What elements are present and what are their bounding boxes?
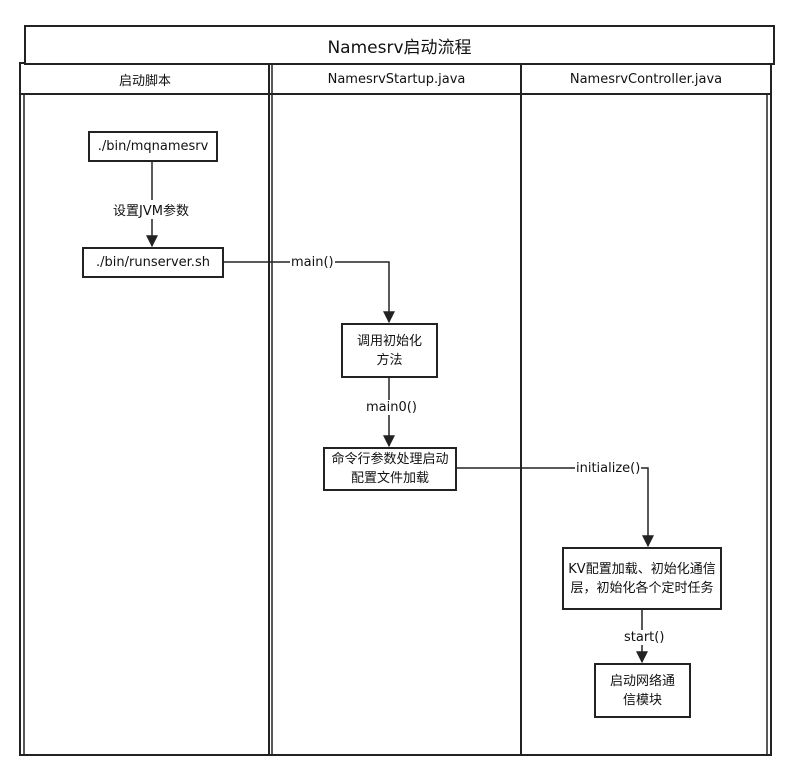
edge-initialize	[456, 467, 654, 548]
node-runserver: ./bin/runserver.sh	[82, 247, 224, 278]
lane-header-namesrv-startup: NamesrvStartup.java	[327, 71, 466, 87]
lane-header-namesrv-controller: NamesrvController.java	[569, 71, 723, 87]
edge-label-main0: main0()	[365, 400, 418, 415]
edge-main	[223, 261, 395, 324]
edge-label-start: start()	[623, 630, 666, 645]
node-init-method: 调用初始化方法	[341, 323, 438, 378]
node-mqnamesrv: ./bin/mqnamesrv	[88, 131, 218, 162]
node-cmd-process: 命令行参数处理启动配置文件加载	[323, 447, 457, 491]
diagram-title: Namesrv启动流程	[24, 25, 775, 65]
edge-label-set-jvm: 设置JVM参数	[112, 200, 190, 219]
node-start-net: 启动网络通信模块	[594, 663, 691, 718]
lane-header-startup-script: 启动脚本	[118, 73, 171, 89]
node-kv-load: KV配置加载、初始化通信层，初始化各个定时任务	[562, 547, 722, 610]
edge-label-main: main()	[290, 255, 335, 270]
edge-label-initialize: initialize()	[575, 461, 642, 476]
